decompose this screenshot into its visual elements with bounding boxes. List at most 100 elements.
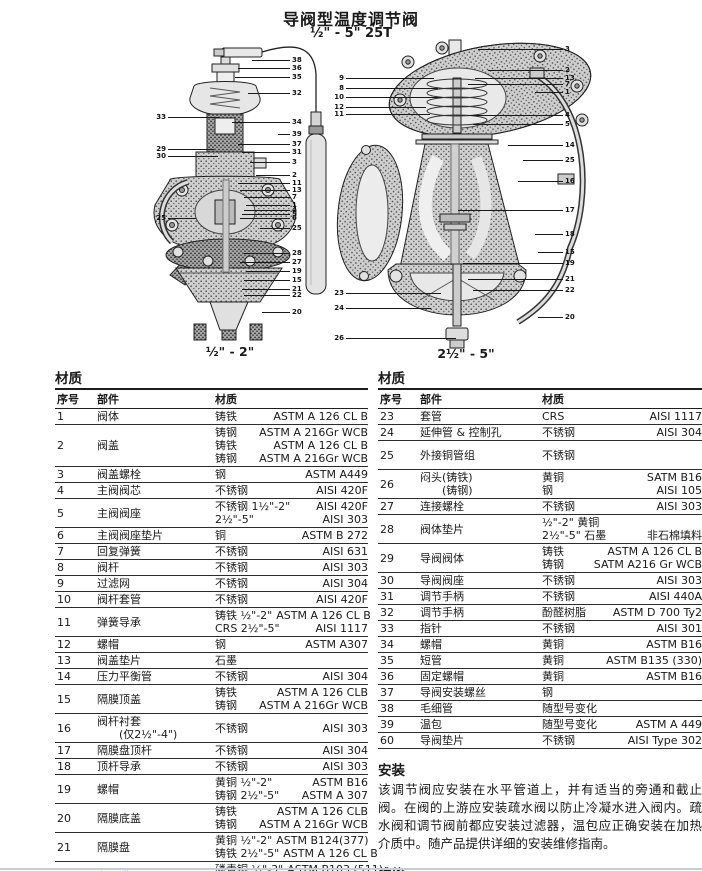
part-callout: 19 [246, 267, 302, 275]
row-materials: 石墨 [215, 654, 368, 667]
row-number: 39 [380, 718, 394, 731]
row-materials: 随型号变化 [542, 702, 702, 715]
callout-number: 13 [292, 186, 302, 194]
callout-number: 3 [565, 45, 570, 53]
material-name: ½"-2" 黄铜 [542, 516, 600, 529]
part-name: 调节手柄 [420, 606, 464, 619]
material-spec [698, 686, 702, 699]
row-number: 18 [57, 760, 71, 773]
row-number: 6 [57, 529, 64, 542]
row-part: 指针 [420, 622, 542, 635]
part-name: 压力平衡管 [97, 670, 152, 683]
part-callout: 1 [535, 88, 570, 96]
part-callout: 7 [468, 80, 570, 88]
material-name: 铸铁 [215, 410, 237, 423]
callout-number: 32 [292, 89, 302, 97]
material-line: 铸钢 2½"-5"ASTM A 307 [215, 789, 368, 802]
part-name: 阀杆衬套 [97, 715, 141, 728]
row-part: 主阀阀芯 [97, 484, 215, 497]
part-name: 导阀阀座 [420, 574, 464, 587]
material-line: 铸铁 2½"-5"ASTM A 126 CL B [215, 847, 378, 860]
callout-number: 12 [334, 103, 344, 111]
material-spec: AISI 303 [656, 574, 702, 587]
part-callout: 3 [250, 158, 297, 166]
part-name: 过滤网 [97, 577, 130, 590]
part-name: 毛细管 [420, 702, 453, 715]
table-header-row: 序号部件材质 [55, 390, 368, 409]
material-name: 钢 [542, 686, 553, 699]
callout-number: 2 [565, 66, 570, 74]
row-part: 温包 [420, 718, 542, 731]
part-callout: 4 [244, 206, 297, 214]
material-spec: 非石棉填料 [647, 529, 702, 542]
row-part: 毛细管 [420, 702, 542, 715]
row-part: 导阀垫片 [420, 734, 542, 747]
material-spec: AISI 303 [656, 500, 702, 513]
callout-number: 11 [334, 110, 344, 118]
callout-number: 28 [292, 249, 302, 257]
part-name: (仅2½"-4") [119, 728, 178, 741]
callout-number: 16 [565, 177, 575, 185]
part-name: 隔膜盘 [97, 840, 130, 854]
material-spec: ASTM D 700 Ty2 [612, 606, 702, 619]
part-callout: 8 [330, 84, 438, 92]
part-callout: 25 [523, 156, 575, 164]
part-name: 顶杆导承 [97, 760, 141, 773]
part-callout: 29 [150, 145, 214, 153]
col-header-material: 材质 [542, 393, 564, 406]
material-name: 不锈钢 [542, 574, 575, 587]
material-name: 铸钢 [215, 818, 237, 831]
callout-number: 14 [565, 141, 575, 149]
part-name: 固定螺帽 [420, 670, 464, 683]
callout-number: 21 [565, 275, 575, 283]
material-spec: AISI 304 [322, 670, 369, 683]
callout-number: 30 [156, 152, 166, 160]
material-name: 不锈钢 [542, 590, 575, 603]
material-spec: AISI 420F [316, 484, 368, 497]
material-name: 铸铁 [542, 545, 564, 558]
row-number: 20 [57, 811, 71, 825]
row-part: 阀体垫片 [420, 523, 542, 536]
material-line: 2½"-5" 石墨非石棉填料 [542, 529, 702, 542]
part-name: 阀盖螺栓 [97, 468, 141, 481]
callout-number: 33 [156, 113, 166, 121]
part-callout: 2 [256, 171, 297, 179]
callout-number: 31 [292, 148, 302, 156]
part-callout: 15 [538, 248, 575, 256]
part-callout: 2 [488, 66, 570, 74]
material-line: 铸铁 ½"-2"ASTM A 126 CL B [215, 609, 371, 622]
material-name: 铸钢 2½"-5" [215, 789, 280, 802]
row-number: 33 [380, 622, 394, 635]
callout-number: 27 [292, 258, 302, 266]
row-part: 螺帽 [420, 638, 542, 651]
material-name: 2½"-5" [215, 513, 254, 526]
